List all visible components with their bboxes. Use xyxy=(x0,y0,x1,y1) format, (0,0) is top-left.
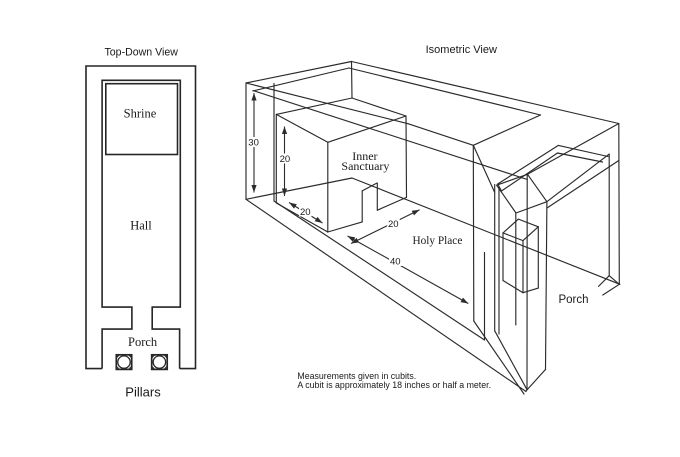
svg-text:Shrine: Shrine xyxy=(124,107,157,121)
svg-text:Pillars: Pillars xyxy=(125,385,161,400)
svg-text:A cubit is approximately 18 in: A cubit is approximately 18 inches or ha… xyxy=(297,380,491,390)
svg-text:40: 40 xyxy=(390,256,401,267)
svg-text:20: 20 xyxy=(300,207,311,218)
svg-text:Isometric View: Isometric View xyxy=(426,44,497,56)
svg-text:Hall: Hall xyxy=(130,219,152,233)
svg-text:Porch: Porch xyxy=(128,335,158,349)
svg-text:Inner: Inner xyxy=(352,149,377,163)
svg-text:Porch: Porch xyxy=(558,294,588,306)
svg-text:Top-Down View: Top-Down View xyxy=(104,46,178,58)
svg-text:Holy Place: Holy Place xyxy=(412,235,462,247)
svg-text:30: 30 xyxy=(248,137,259,148)
svg-text:Measurements given in cubits.: Measurements given in cubits. xyxy=(297,371,416,381)
svg-text:Sanctuary: Sanctuary xyxy=(341,159,389,173)
svg-text:20: 20 xyxy=(388,219,399,230)
svg-text:20: 20 xyxy=(280,154,291,165)
